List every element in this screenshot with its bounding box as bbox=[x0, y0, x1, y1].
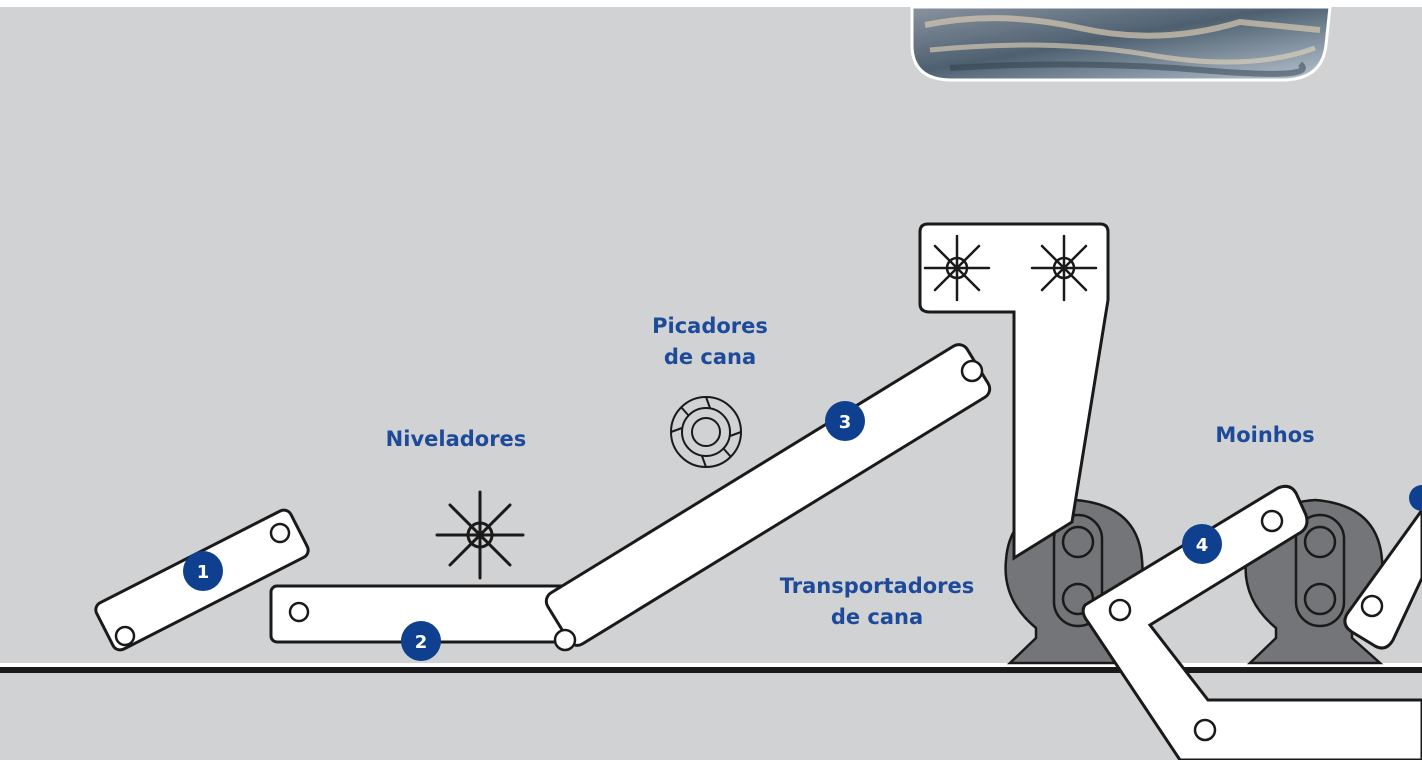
badge-4: 4 bbox=[1182, 524, 1222, 564]
leveler-rotor-icon bbox=[435, 490, 525, 580]
top-strip bbox=[0, 0, 1422, 7]
label-niveladores: Niveladores bbox=[366, 424, 546, 455]
divider-line bbox=[0, 667, 1422, 673]
divider-gap bbox=[0, 663, 1422, 667]
label-picadores-line2: de cana bbox=[663, 345, 757, 369]
conveyor-3 bbox=[544, 343, 992, 652]
label-picadores-line1: Picadores bbox=[652, 314, 768, 338]
badge-2: 2 bbox=[401, 621, 441, 661]
badge-3: 3 bbox=[825, 401, 865, 441]
badge-1: 1 bbox=[183, 551, 223, 591]
label-transportadores-line1: Transportadores bbox=[779, 574, 975, 598]
sugarcane-photo-icon bbox=[910, 5, 1332, 82]
label-transportadores: Transportadores de cana bbox=[764, 571, 990, 633]
chopper-rotor-icon bbox=[670, 396, 742, 468]
badge-3-label: 3 bbox=[839, 412, 852, 433]
label-moinhos: Moinhos bbox=[1200, 420, 1330, 451]
label-transportadores-line2: de cana bbox=[830, 605, 924, 629]
badge-2-label: 2 bbox=[415, 632, 428, 653]
label-moinhos-text: Moinhos bbox=[1215, 423, 1315, 447]
label-picadores: Picadores de cana bbox=[610, 311, 810, 373]
badge-1-label: 1 bbox=[197, 562, 210, 583]
chute-rotor-2-icon bbox=[1030, 234, 1098, 302]
conveyor-4 bbox=[1081, 484, 1422, 760]
feed-chute bbox=[918, 222, 1110, 561]
chute-rotor-1-icon bbox=[923, 234, 991, 302]
conveyor-5-partial bbox=[1343, 485, 1422, 650]
label-niveladores-text: Niveladores bbox=[385, 427, 527, 451]
badge-4-label: 4 bbox=[1196, 535, 1209, 556]
